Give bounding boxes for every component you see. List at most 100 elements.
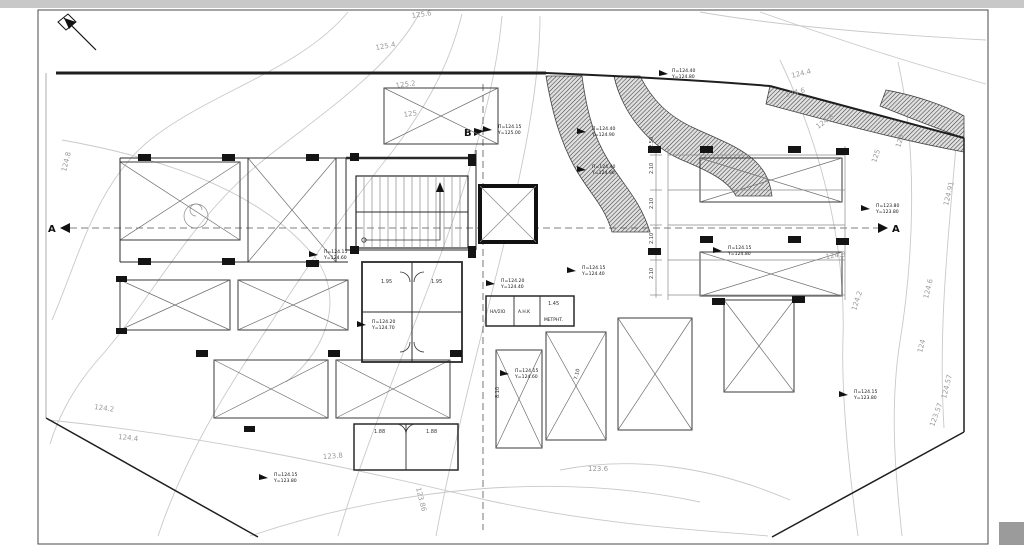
spot-elevation-line1: Π=124.15 [728, 245, 751, 251]
spot-elevation: Π=124.15 Y=124.60 [500, 368, 538, 380]
spot-elevation-line2: Y=124.40 [581, 271, 605, 277]
contour-label: 124 [916, 338, 927, 353]
dimension-label: 1.45 [548, 301, 559, 307]
contour-lines [47, 11, 987, 537]
contour-label: 125.2 [395, 79, 416, 90]
drawing-frame [37, 9, 989, 545]
contour-label: 125.6 [411, 9, 432, 20]
parking-stall [699, 251, 843, 297]
dimension-labels: 2.50 2.10 2.10 2.10 2.10 1.95 1.95 1.88 … [374, 137, 655, 435]
spot-elevation-line1: Π=124.40 [592, 164, 615, 170]
section-a-right-marker [878, 223, 888, 233]
spot-elevation-line2: Y=124.80 [671, 74, 695, 80]
parking-stall [119, 279, 231, 331]
parking-stall [213, 359, 329, 419]
contour-label: 124.2 [94, 403, 115, 414]
parking-stall [383, 87, 499, 145]
spot-elevation: Π=124.15 Y=124.80 [713, 245, 751, 257]
spot-elevation: Π=124.15 Y=124.40 [567, 265, 605, 277]
dimension-label: 1.88 [374, 429, 385, 435]
spot-elevation-line2: Y=123.80 [273, 478, 297, 484]
ramp-crossed-area [545, 331, 607, 441]
spot-elevation: Π=124.40 Y=124.90 [577, 164, 615, 176]
storage-rooms [361, 261, 463, 363]
parking-stalls [119, 87, 843, 449]
tree-symbol-inner [189, 203, 203, 217]
spot-elevation-line2: Y=124.70 [371, 325, 395, 331]
room-label: ΗΛ/ΣΙΟ [490, 309, 506, 315]
spot-elevation-line2: Y=124.60 [323, 255, 347, 261]
dimension-label: 2.10 [649, 233, 655, 244]
north-arrow-icon [57, 13, 97, 51]
contour-label: 125 [870, 148, 882, 163]
spot-elevation: Π=123.80 Y=123.80 [861, 203, 899, 215]
spot-elevation: Π=124.40 Y=124.80 [659, 68, 695, 80]
spot-elevation-markers: Π=124.40 Y=124.80 Π=124.15 Y=125.00 Π=12… [259, 68, 899, 484]
room-label: ΜΕΤΡΗΤ. [544, 317, 563, 323]
section-label-b: B [464, 128, 472, 139]
spot-elevation-line1: Π=124.20 [372, 319, 395, 325]
stair-start-dot [361, 237, 367, 243]
surround-top-strip [0, 0, 1024, 8]
spot-elevation-line1: Π=124.15 [274, 472, 297, 478]
spot-elevation-line2: Y=124.90 [591, 132, 615, 138]
spot-elevation-line1: Π=124.15 [515, 368, 538, 374]
section-lines: A A B [48, 84, 900, 530]
section-b-marker [474, 128, 484, 136]
contour-label: 124.8 [825, 250, 846, 261]
ramp-crossed-area [495, 349, 543, 449]
parking-stall [237, 279, 349, 331]
elevator-shaft [478, 184, 538, 244]
room-label: Α.Η.Κ [518, 309, 530, 315]
parking-stall [335, 359, 451, 419]
dimension-label: 1.95 [381, 279, 392, 285]
parking-stall [699, 157, 843, 203]
core-walls [119, 150, 477, 263]
contour-label: 125.4 [375, 41, 397, 52]
spot-elevation-line1: Π=124.40 [672, 68, 695, 74]
dimension-label: 1.95 [431, 279, 442, 285]
dimension-label: 1.88 [426, 429, 437, 435]
spot-elevation-line2: Y=124.90 [591, 170, 615, 176]
contour-label: 125 [403, 109, 417, 119]
contour-label: 124.4 [118, 433, 139, 443]
spot-elevation-line1: Π=124.15 [582, 265, 605, 271]
lower-rooms [353, 423, 459, 471]
spot-elevation: Π=124.20 Y=124.70 [357, 319, 395, 331]
spot-elevation: Π=124.15 Y=125.00 [483, 124, 521, 136]
spot-elevation: Π=124.40 Y=124.90 [577, 126, 615, 138]
dimension-label: 2.10 [649, 268, 655, 279]
spot-elevation-line1: Π=124.15 [324, 249, 347, 255]
spot-elevation-line1: Π=124.20 [501, 278, 524, 284]
dimension-label: 2.10 [649, 163, 655, 174]
section-label-a-left: A [48, 224, 56, 235]
staircase [355, 175, 469, 249]
spot-elevation-line2: Y=124.40 [500, 284, 524, 290]
contour-label: 125 [894, 133, 906, 148]
dimension-label: 2.50 [649, 137, 655, 148]
contour-label: 123.6 [588, 465, 609, 473]
spot-elevation-line2: Y=123.80 [853, 395, 877, 401]
spot-elevation-line2: Y=124.60 [514, 374, 538, 380]
dimension-label: 2.10 [649, 198, 655, 209]
surround-corner [999, 522, 1024, 545]
dimension-label: 7.10 [573, 368, 582, 380]
site-boundary [45, 71, 965, 538]
meter-rooms: ΗΛ/ΣΙΟ Α.Η.Κ ΜΕΤΡΗΤ. [485, 295, 575, 327]
spot-elevation: Π=124.15 Y=123.80 [259, 472, 297, 484]
contour-label: 123.8 [323, 452, 344, 461]
ramp-crossed-area [617, 317, 693, 431]
spot-elevation-line2: Y=124.80 [727, 251, 751, 257]
stair-direction-arrow [436, 182, 444, 192]
spot-elevation: Π=124.15 Y=123.80 [839, 389, 877, 401]
structural-columns [116, 146, 849, 432]
section-a-left-marker [60, 223, 70, 233]
dimension-label: 8.10 [495, 387, 501, 398]
spot-elevation: Π=124.15 Y=124.60 [309, 249, 347, 261]
spot-elevation-line2: Y=123.80 [875, 209, 899, 215]
ramp-crossed-area [723, 299, 795, 393]
spot-elevation-line1: Π=124.15 [498, 124, 521, 130]
